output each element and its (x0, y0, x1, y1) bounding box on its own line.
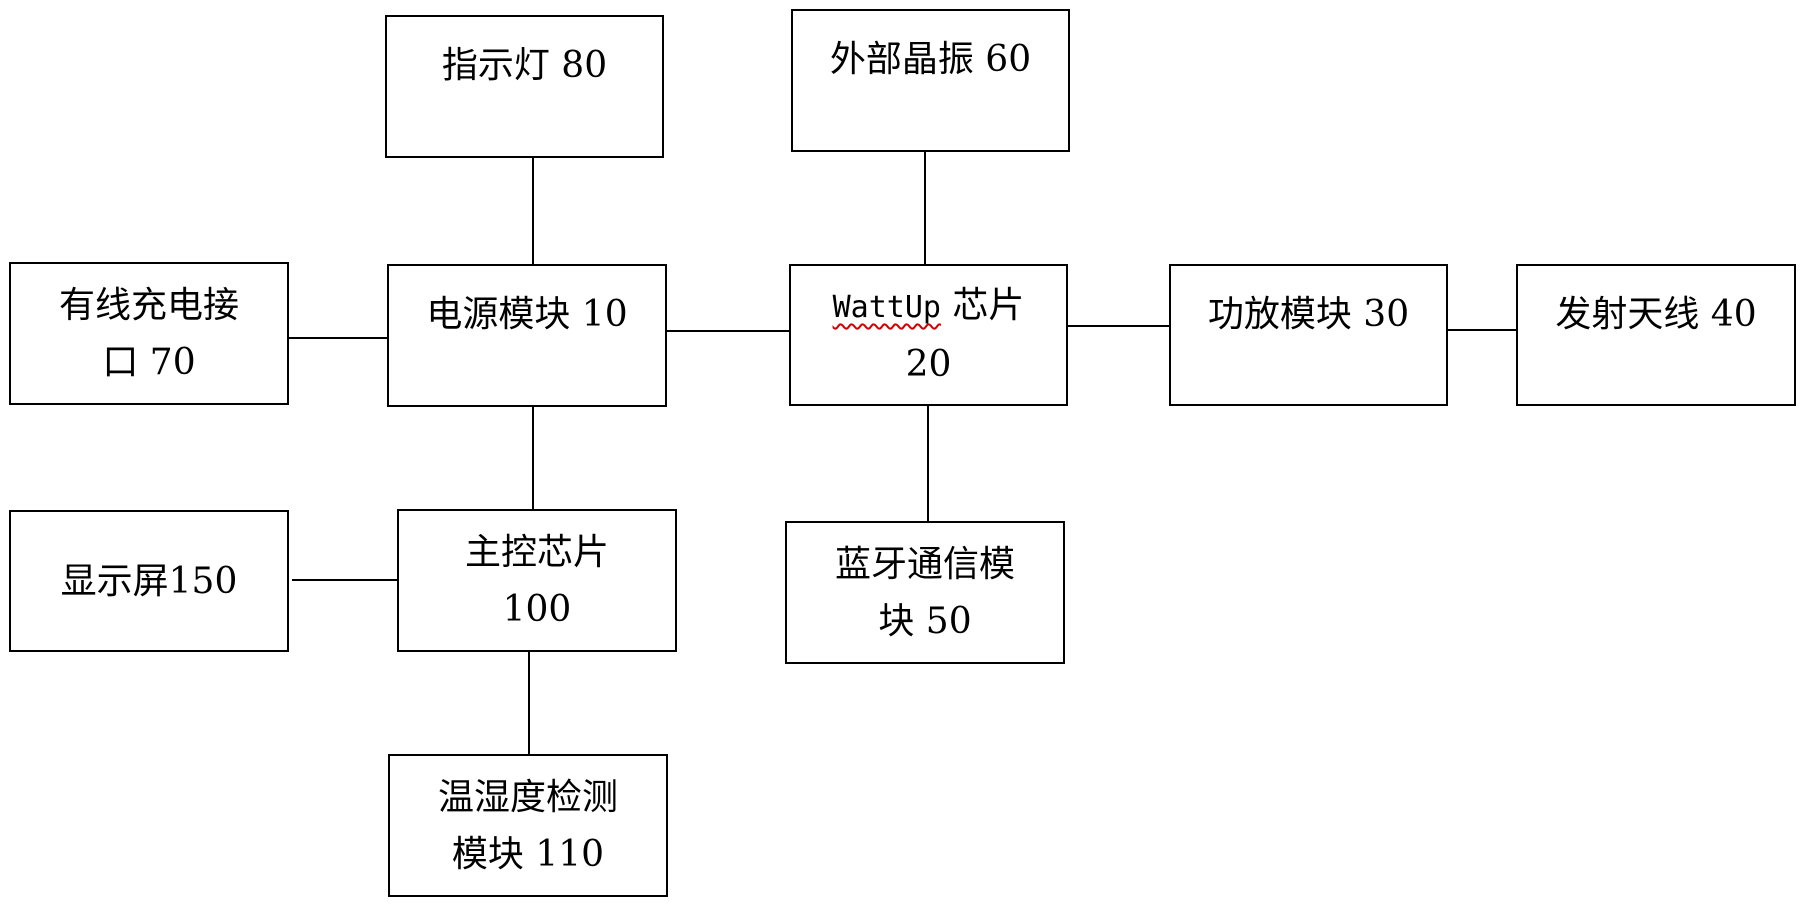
wired-charging-port-label: 有线充电接 口 70 (58, 284, 239, 383)
indicator-light-label: 指示灯 80 (441, 45, 608, 86)
wattup-chip-box: WattUp 芯片 20 (789, 264, 1068, 406)
transmit-antenna-label: 发射天线 40 (1555, 294, 1757, 335)
temp-humidity-module-label: 温湿度检测 模块 110 (437, 776, 618, 875)
display-screen-box: 显示屏150 (9, 510, 289, 652)
wattup-chip-name-line: WattUp 芯片 (833, 277, 1025, 336)
wattup-chip-suffix: 芯片 (940, 285, 1025, 326)
indicator-light-box: 指示灯 80 (385, 15, 664, 158)
power-amp-module-label: 功放模块 30 (1207, 294, 1410, 335)
wired-charging-port-box: 有线充电接 口 70 (9, 262, 289, 405)
external-crystal-box: 外部晶振 60 (791, 9, 1070, 152)
power-amp-module-box: 功放模块 30 (1169, 264, 1448, 406)
external-crystal-label: 外部晶振 60 (829, 39, 1032, 80)
bluetooth-module-label: 蓝牙通信模 块 50 (834, 543, 1015, 642)
display-screen-label: 显示屏150 (60, 560, 238, 602)
transmit-antenna-box: 发射天线 40 (1516, 264, 1796, 406)
temp-humidity-module-box: 温湿度检测 模块 110 (388, 754, 668, 897)
main-control-chip-box: 主控芯片 100 (397, 509, 677, 652)
power-module-label: 电源模块 10 (426, 294, 628, 335)
wattup-chip-name: WattUp (832, 290, 941, 325)
wattup-chip-number: 20 (905, 344, 952, 385)
bluetooth-module-box: 蓝牙通信模 块 50 (785, 521, 1065, 664)
wattup-chip-label: WattUp 芯片 20 (833, 277, 1025, 393)
power-module-box: 电源模块 10 (387, 264, 667, 407)
main-control-chip-label: 主控芯片 100 (464, 531, 609, 630)
